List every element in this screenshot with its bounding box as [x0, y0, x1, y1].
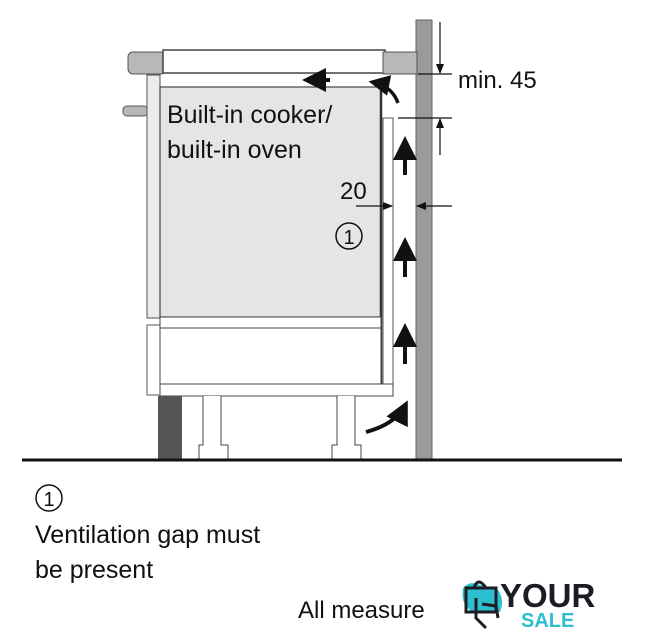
drawer — [159, 327, 382, 385]
legend-marker-circle — [35, 484, 63, 512]
leg-left — [198, 396, 229, 460]
knob — [122, 105, 149, 117]
drawer-strip — [159, 316, 382, 329]
dimension-lines — [356, 22, 452, 210]
marker-circle — [335, 222, 363, 250]
marker-number: 1 — [343, 227, 354, 249]
cabinet-left-panel-lower — [146, 324, 161, 396]
appliance-label-line2: built-in oven — [167, 136, 302, 164]
wall — [415, 19, 433, 461]
worktop — [127, 49, 418, 75]
legend-line2: be present — [35, 556, 153, 584]
footer-text: All measure — [298, 597, 425, 624]
yoursale-logo: YOUR SALE — [444, 577, 596, 632]
base-board — [159, 383, 394, 397]
gap-dimension-label: 20 — [340, 178, 367, 205]
hand-icon — [474, 598, 500, 630]
legend-line1: Ventilation gap must — [35, 521, 260, 549]
appliance-label-line1: Built-in cooker/ — [167, 101, 332, 129]
legend-marker-number: 1 — [43, 489, 54, 511]
logo-word-sale: SALE — [521, 610, 574, 632]
plinth — [158, 396, 182, 460]
leg-right — [331, 396, 362, 460]
logo-word-your: YOUR — [500, 577, 596, 614]
cabinet-right-panel — [382, 117, 394, 385]
oven-front — [159, 86, 382, 318]
airflow-arrows — [302, 68, 417, 434]
cabinet-left-panel — [146, 74, 161, 319]
min-gap-label: min. 45 — [458, 67, 537, 94]
